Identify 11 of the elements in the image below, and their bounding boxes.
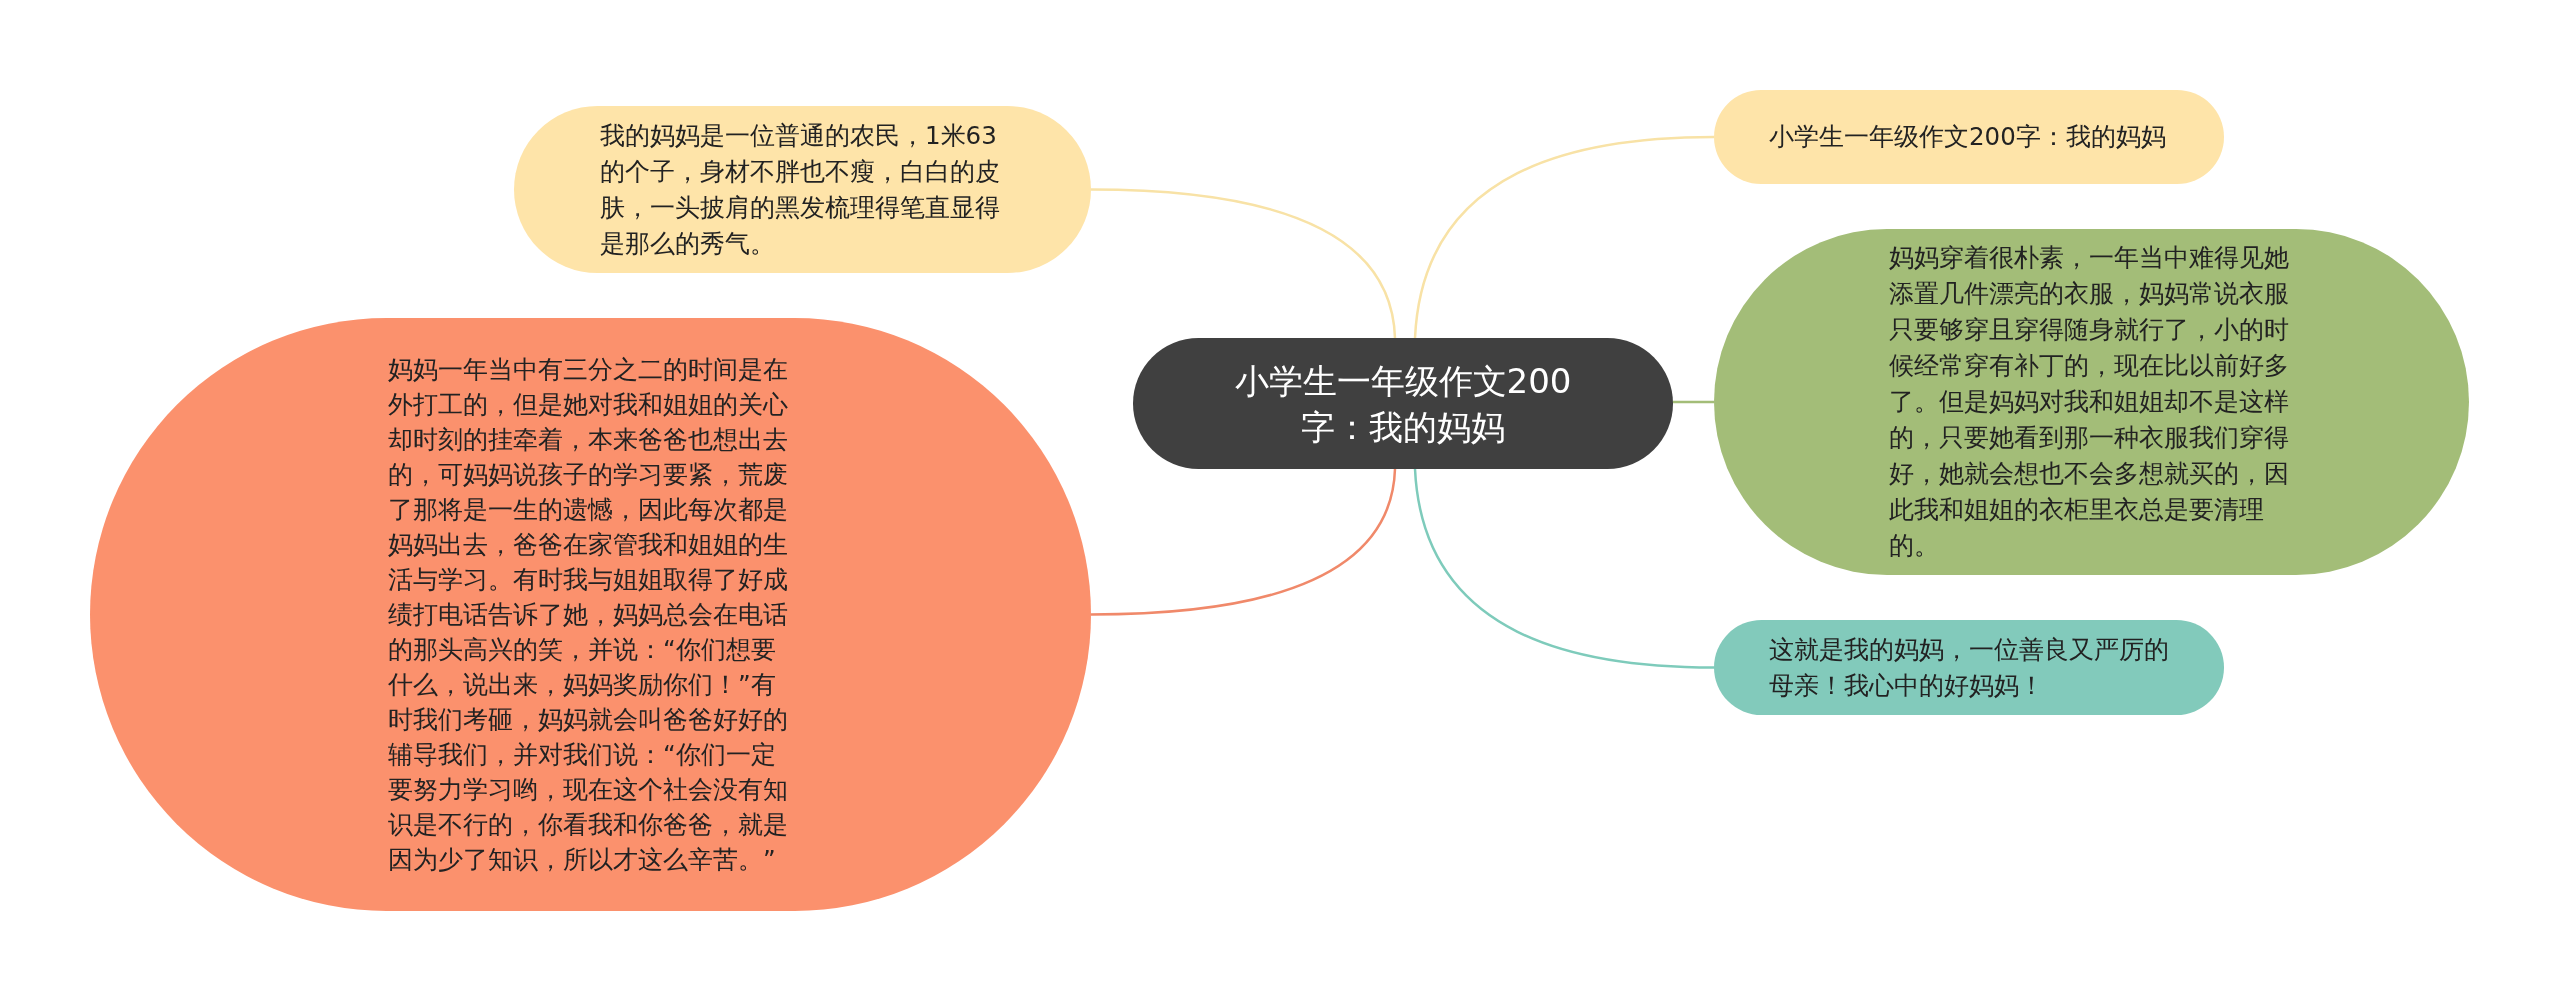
connector-line (1091, 468, 1397, 616)
connector-line (1673, 400, 1714, 404)
topic-text: 妈妈穿着很朴素，一年当中难得见她添置几件漂亮的衣服，妈妈常说衣服只要够穿且穿得随身就行了，小的时候经常穿有补丁的，现在比以前好多了。但是妈妈对我和姐姐却不是这样的，只要她看到那一种衣服我们穿得好，她就会想也不会多想就买的，因此我和姐姐的衣柜里衣总是要清理的。 (1889, 242, 2290, 562)
topic-text: 妈妈一年当中有三分之二的时间是在外打工的，但是她对我和姐姐的关心却时刻的挂牵着，本来爸爸也想出去的，可妈妈说孩子的学习要紧，荒废了那将是一生的遗憾，因此每次都是妈妈出去，爸爸在家管我和姐姐的生活与学习。有时我与姐姐取得了好成绩打电话告诉了她，妈妈总会在电话的那头高兴的笑，并说：“你们想要什么，说出来，妈妈奖励你们！”有时我们考砸，妈妈就会叫爸爸好好的辅导我们，并对我们说：“你们一定要努力学习哟，现在这个社会没有知识是不行的，你看我和你爸爸，就是因为少了知识，所以才这么辛苦。” (388, 354, 789, 876)
topic-text: 小学生一年级作文200字：我的妈妈 (1769, 121, 2167, 153)
topic-text: 小学生一年级作文200字：我的妈妈 (1233, 359, 1573, 449)
connector-line (1091, 188, 1397, 339)
topic-text: 我的妈妈是一位普通的农民，1米63的个子，身材不胖也不瘦，白白的皮肤，一头披肩的黑发梳理得笔直显得是那么的秀气。 (600, 119, 1001, 260)
topic-text: 这就是我的妈妈，一位善良又严厉的母亲！我心中的好妈妈！ (1769, 633, 2169, 702)
connector-line (1413, 468, 1715, 669)
connector-line (1413, 135, 1715, 339)
